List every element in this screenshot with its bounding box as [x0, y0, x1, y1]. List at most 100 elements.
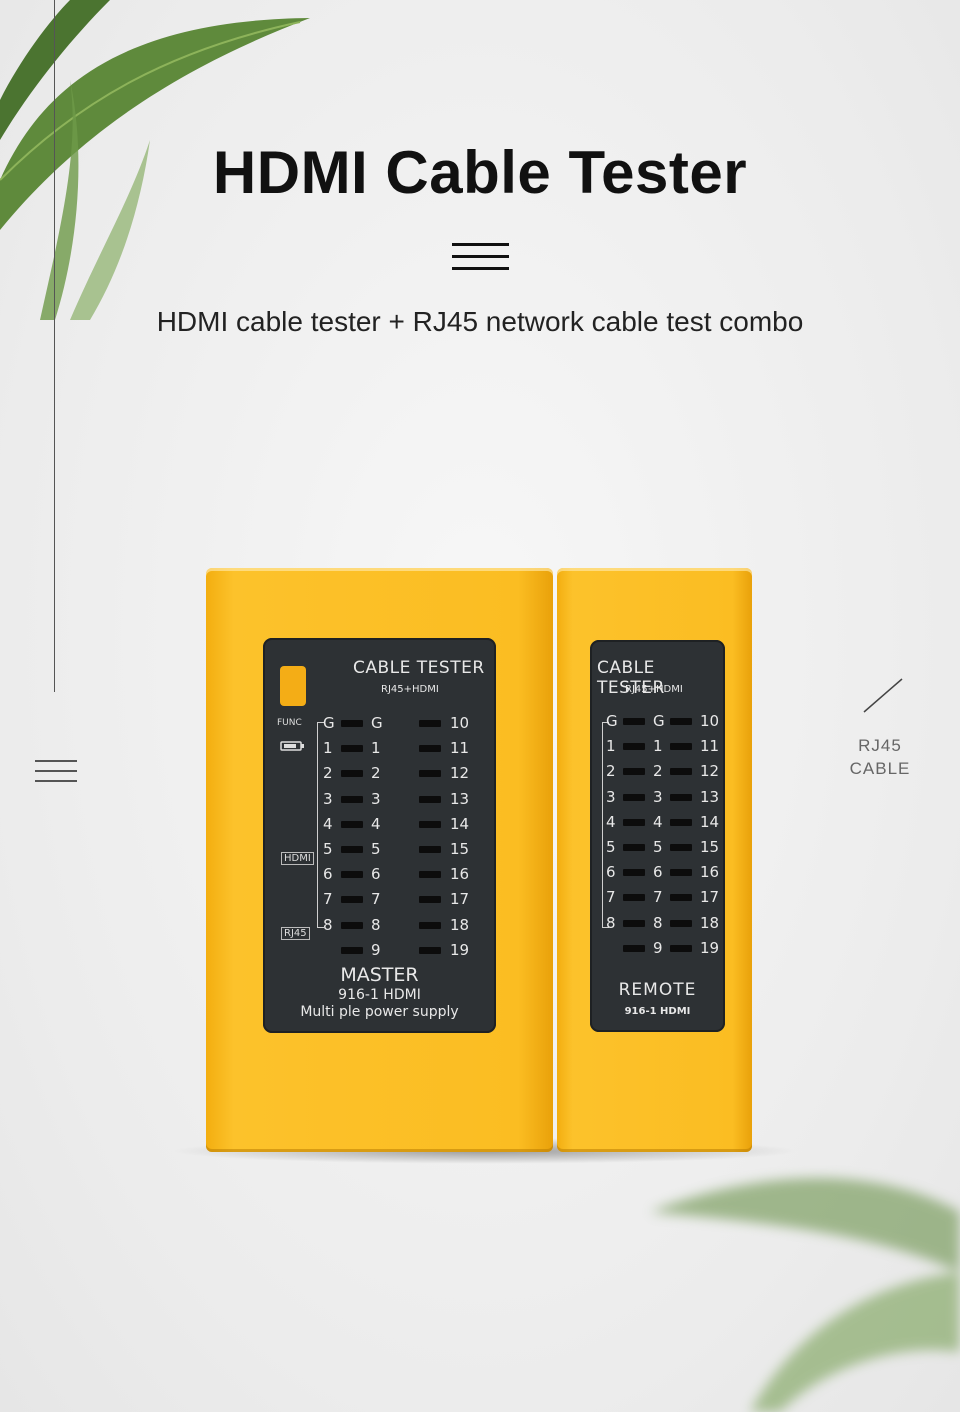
hdmi-pin-label: 1 [371, 739, 381, 758]
master-footer-model: 916-1 HDMI [338, 987, 421, 1003]
led-indicator [670, 919, 692, 927]
led-indicator [623, 944, 645, 952]
hdmi-pin-label: 2 [371, 764, 381, 783]
hdmi-pin-label: 11 [700, 737, 720, 756]
led-indicator [419, 795, 441, 803]
rj45-pin-label: G [606, 712, 618, 730]
page-title: HDMI Cable Tester [212, 139, 748, 206]
hdmi-pin-label: 12 [700, 762, 720, 781]
hdmi-pin-label: G [653, 712, 665, 730]
led-indicator [419, 871, 441, 879]
led-indicator [623, 894, 645, 902]
led-indicator [341, 720, 363, 727]
led-indicator [670, 844, 692, 851]
led-indicator [670, 793, 692, 801]
led-indicator [341, 770, 363, 778]
hdmi-pin-label: 16 [700, 863, 720, 882]
vertical-divider-line [54, 0, 55, 692]
hdmi-pin-label: 15 [450, 840, 470, 858]
led-indicator [419, 770, 441, 778]
func-button[interactable] [280, 666, 306, 706]
led-indicator [419, 921, 441, 929]
led-indicator [419, 820, 441, 828]
led-indicator [341, 921, 363, 929]
rj45-pin-label: 8 [323, 915, 333, 934]
hdmi-pin-label: 6 [371, 865, 381, 884]
remote-panel-subtitle: RJ45+HDMI [625, 684, 683, 695]
side-note-line1: RJ45 [858, 736, 902, 755]
master-panel-title: CABLE TESTER [353, 658, 485, 678]
led-indicator [623, 718, 645, 725]
hdmi-pin-label: 14 [450, 814, 470, 833]
led-indicator [623, 818, 645, 826]
master-footer-title: MASTER [340, 964, 419, 986]
hdmi-pin-label: 15 [700, 838, 720, 856]
led-indicator [419, 846, 441, 853]
hdmi-pin-label: 13 [450, 789, 470, 808]
led-indicator [670, 718, 692, 725]
menu-icon[interactable] [35, 760, 77, 790]
remote-footer-model: 916-1 HDMI [624, 1006, 691, 1017]
hdmi-pin-label: 1 [653, 737, 663, 756]
hdmi-pin-label: 9 [371, 940, 381, 959]
led-indicator [341, 846, 363, 853]
title-divider-icon [452, 243, 509, 279]
rj45-pin-label: 2 [606, 762, 616, 781]
hdmi-pin-label: 16 [450, 865, 470, 884]
hdmi-pin-label: 18 [700, 913, 720, 932]
rj45-pin-label: 6 [323, 865, 333, 884]
rj45-pin-label: 4 [323, 814, 333, 833]
hdmi-pin-label: 3 [653, 787, 663, 806]
hdmi-pin-label: 4 [653, 812, 663, 831]
hdmi-pin-label: 10 [700, 712, 720, 730]
hdmi-pin-label: 8 [371, 915, 381, 934]
rj45-mode-label: RJ45 [281, 927, 310, 940]
hdmi-pin-label: G [371, 714, 383, 732]
led-indicator [623, 844, 645, 851]
rj45-pin-label: 4 [606, 812, 616, 831]
side-note-line2: CABLE [849, 759, 911, 778]
hdmi-pin-label: 12 [450, 764, 470, 783]
hdmi-pin-label: 19 [700, 938, 720, 957]
remote-footer-title: REMOTE [618, 980, 697, 1000]
hdmi-mode-label: HDMI [281, 852, 314, 865]
led-indicator [623, 919, 645, 927]
led-row: G G 10 [590, 712, 725, 732]
led-row: 7 7 17 [263, 890, 496, 910]
led-indicator [670, 768, 692, 776]
led-indicator [670, 818, 692, 826]
leaf-decoration-bottom-right [650, 1178, 960, 1412]
rj45-pin-label: 1 [323, 739, 333, 758]
rj45-pin-label: 5 [323, 840, 333, 858]
led-indicator [341, 795, 363, 803]
led-row: 8 8 18 [263, 916, 496, 936]
led-indicator [670, 894, 692, 902]
led-indicator [341, 871, 363, 879]
hdmi-pin-label: 7 [371, 890, 381, 909]
led-row: 6 6 16 [263, 865, 496, 885]
page-subtitle: HDMI cable tester + RJ45 network cable t… [156, 306, 804, 337]
rj45-pin-label: 7 [323, 890, 333, 909]
remote-rj45-bracket [602, 722, 609, 928]
hdmi-pin-label: 10 [450, 714, 470, 732]
hdmi-pin-label: 5 [653, 838, 663, 856]
rj45-pin-label: 8 [606, 913, 616, 932]
hdmi-pin-label: 17 [450, 890, 470, 909]
hdmi-pin-label: 18 [450, 915, 470, 934]
hdmi-pin-label: 14 [700, 812, 720, 831]
led-indicator [341, 820, 363, 828]
remote-panel-title: CABLE TESTER [597, 658, 665, 698]
hdmi-pin-label: 6 [653, 863, 663, 882]
hdmi-pin-label: 19 [450, 940, 470, 959]
